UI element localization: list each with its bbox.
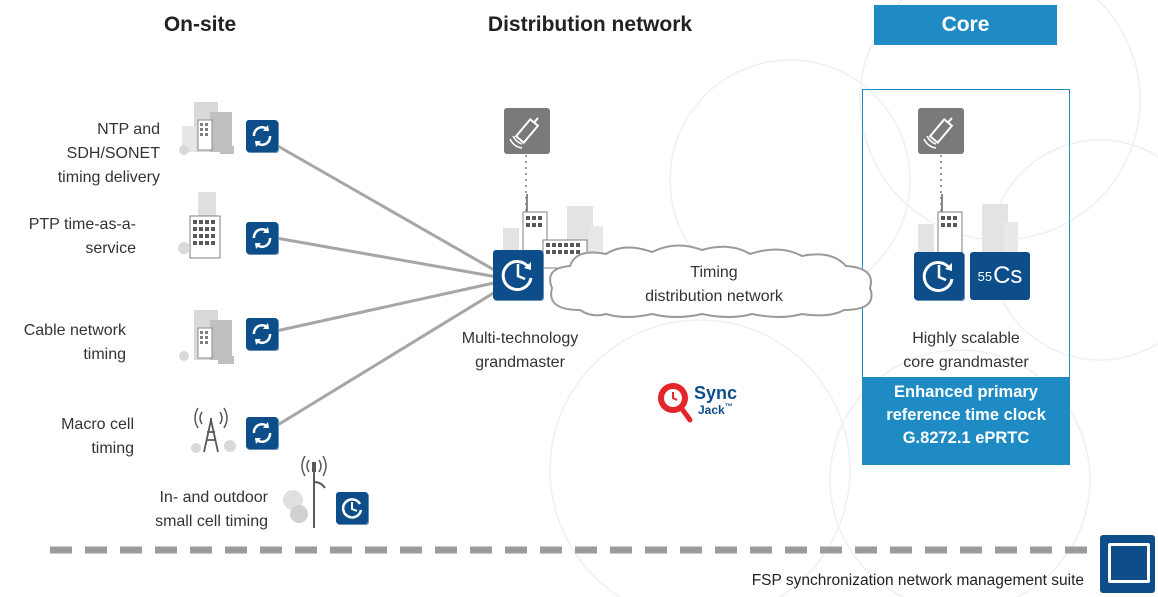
onsite-label-ntp: NTP and SDH/SONET timing delivery — [57, 121, 160, 186]
office-building-icon — [178, 192, 221, 259]
timing-cloud — [549, 244, 873, 318]
syncjack-logo-icon — [658, 383, 693, 423]
eprtc-line-3: G.8272.1 ePRTC — [902, 429, 1030, 447]
onsite-label-macro: Macro cell timing — [61, 416, 134, 457]
management-suite-label: FSP synchronization network management s… — [751, 572, 1084, 589]
onsite-label-cable: Cable network timing — [23, 322, 126, 363]
city-buildings-icon — [918, 194, 1018, 258]
eprtc-line-1: Enhanced primary — [894, 383, 1038, 401]
distribution-grandmaster-label: Multi-technology grandmaster — [461, 330, 579, 371]
eprtc-label: Enhanced primary reference time clock G.… — [862, 377, 1070, 465]
clock-icon — [336, 492, 368, 524]
column-header-distribution: Distribution network — [487, 13, 693, 36]
link-line-macro — [275, 284, 506, 428]
sync-icon — [246, 120, 278, 152]
column-header-onsite: On-site — [163, 13, 237, 36]
sync-icon — [246, 222, 278, 254]
grandmaster-clock-icon — [493, 250, 543, 300]
eprtc-line-2: reference time clock — [886, 406, 1046, 424]
core-grandmaster-label: Highly scalable core grandmaster — [903, 330, 1029, 371]
office-building-icon — [179, 102, 234, 155]
satellite-icon — [504, 108, 550, 154]
link-line-ptp — [275, 236, 504, 280]
sync-icon — [246, 417, 278, 449]
sync-icon — [246, 318, 278, 350]
syncjack-sub: Jack™ — [698, 402, 733, 417]
cell-tower-icon — [191, 407, 236, 453]
onsite-label-small-cell: In- and outdoor small cell timing — [155, 489, 268, 530]
cloud-label: Timing distribution network — [645, 264, 783, 305]
office-building-icon — [179, 310, 234, 364]
satellite-icon — [918, 108, 964, 154]
onsite-label-ptp: PTP time-as-a- service — [28, 216, 136, 257]
street-light-antenna-icon — [283, 456, 327, 528]
link-line-ntp — [275, 143, 504, 277]
monitor-icon — [1100, 535, 1155, 593]
syncjack-brand: Sync — [694, 383, 738, 403]
link-line-cable — [275, 279, 504, 333]
core-grandmaster-clock-icon — [914, 252, 964, 300]
column-header-core: Core — [874, 5, 1057, 45]
